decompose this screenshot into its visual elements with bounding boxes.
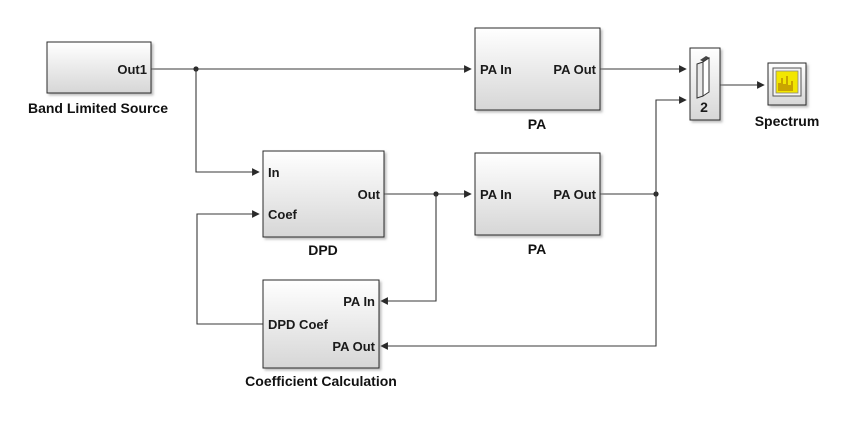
- coefficient-calculation-label: Coefficient Calculation: [245, 373, 397, 389]
- pa-bottom-label: PA: [528, 241, 546, 257]
- band-limited-source-label: Band Limited Source: [28, 100, 168, 116]
- pa-top-block[interactable]: PA In PA Out PA: [474, 27, 601, 132]
- coef-pa-out-port-label: PA Out: [332, 339, 375, 354]
- spectrum-label: Spectrum: [755, 113, 820, 129]
- wire-coef-feedback[interactable]: [196, 210, 263, 325]
- pa-top-in-port-label: PA In: [480, 62, 512, 77]
- signal-wires: [151, 65, 765, 350]
- mux-input-count-label: 2: [700, 99, 708, 115]
- coefficient-calculation-block[interactable]: PA In DPD Coef PA Out Coefficient Calcul…: [245, 279, 397, 389]
- pa-bottom-out-port-label: PA Out: [553, 187, 596, 202]
- pa-bottom-in-port-label: PA In: [480, 187, 512, 202]
- dpd-out-port-label: Out: [358, 187, 381, 202]
- pa-top-label: PA: [528, 116, 546, 132]
- wire-dpd-to-coef-pa-in[interactable]: [380, 194, 437, 305]
- pa-bottom-block[interactable]: PA In PA Out PA: [474, 152, 601, 257]
- mux-glyph-icon: [696, 56, 710, 99]
- source-out1-port-label: Out1: [117, 62, 147, 77]
- mux-block[interactable]: 2: [689, 47, 721, 121]
- wire-pa-bottom-to-mux[interactable]: [655, 96, 687, 194]
- coef-dpd-coef-port-label: DPD Coef: [268, 317, 329, 332]
- spectrum-trace-icon: [778, 76, 793, 91]
- band-limited-source-block[interactable]: Out1 Band Limited Source: [28, 41, 168, 116]
- pa-top-out-port-label: PA Out: [553, 62, 596, 77]
- wire-pa-bottom-to-coef-pa-out[interactable]: [380, 194, 657, 350]
- dpd-coef-port-label: Coef: [268, 207, 298, 222]
- dpd-in-port-label: In: [268, 165, 280, 180]
- dpd-label: DPD: [308, 242, 338, 258]
- wire-source-to-dpd-in[interactable]: [195, 69, 260, 176]
- spectrum-block[interactable]: Spectrum: [755, 62, 820, 129]
- dpd-block[interactable]: In Coef Out DPD: [262, 150, 385, 258]
- coef-pa-in-port-label: PA In: [343, 294, 375, 309]
